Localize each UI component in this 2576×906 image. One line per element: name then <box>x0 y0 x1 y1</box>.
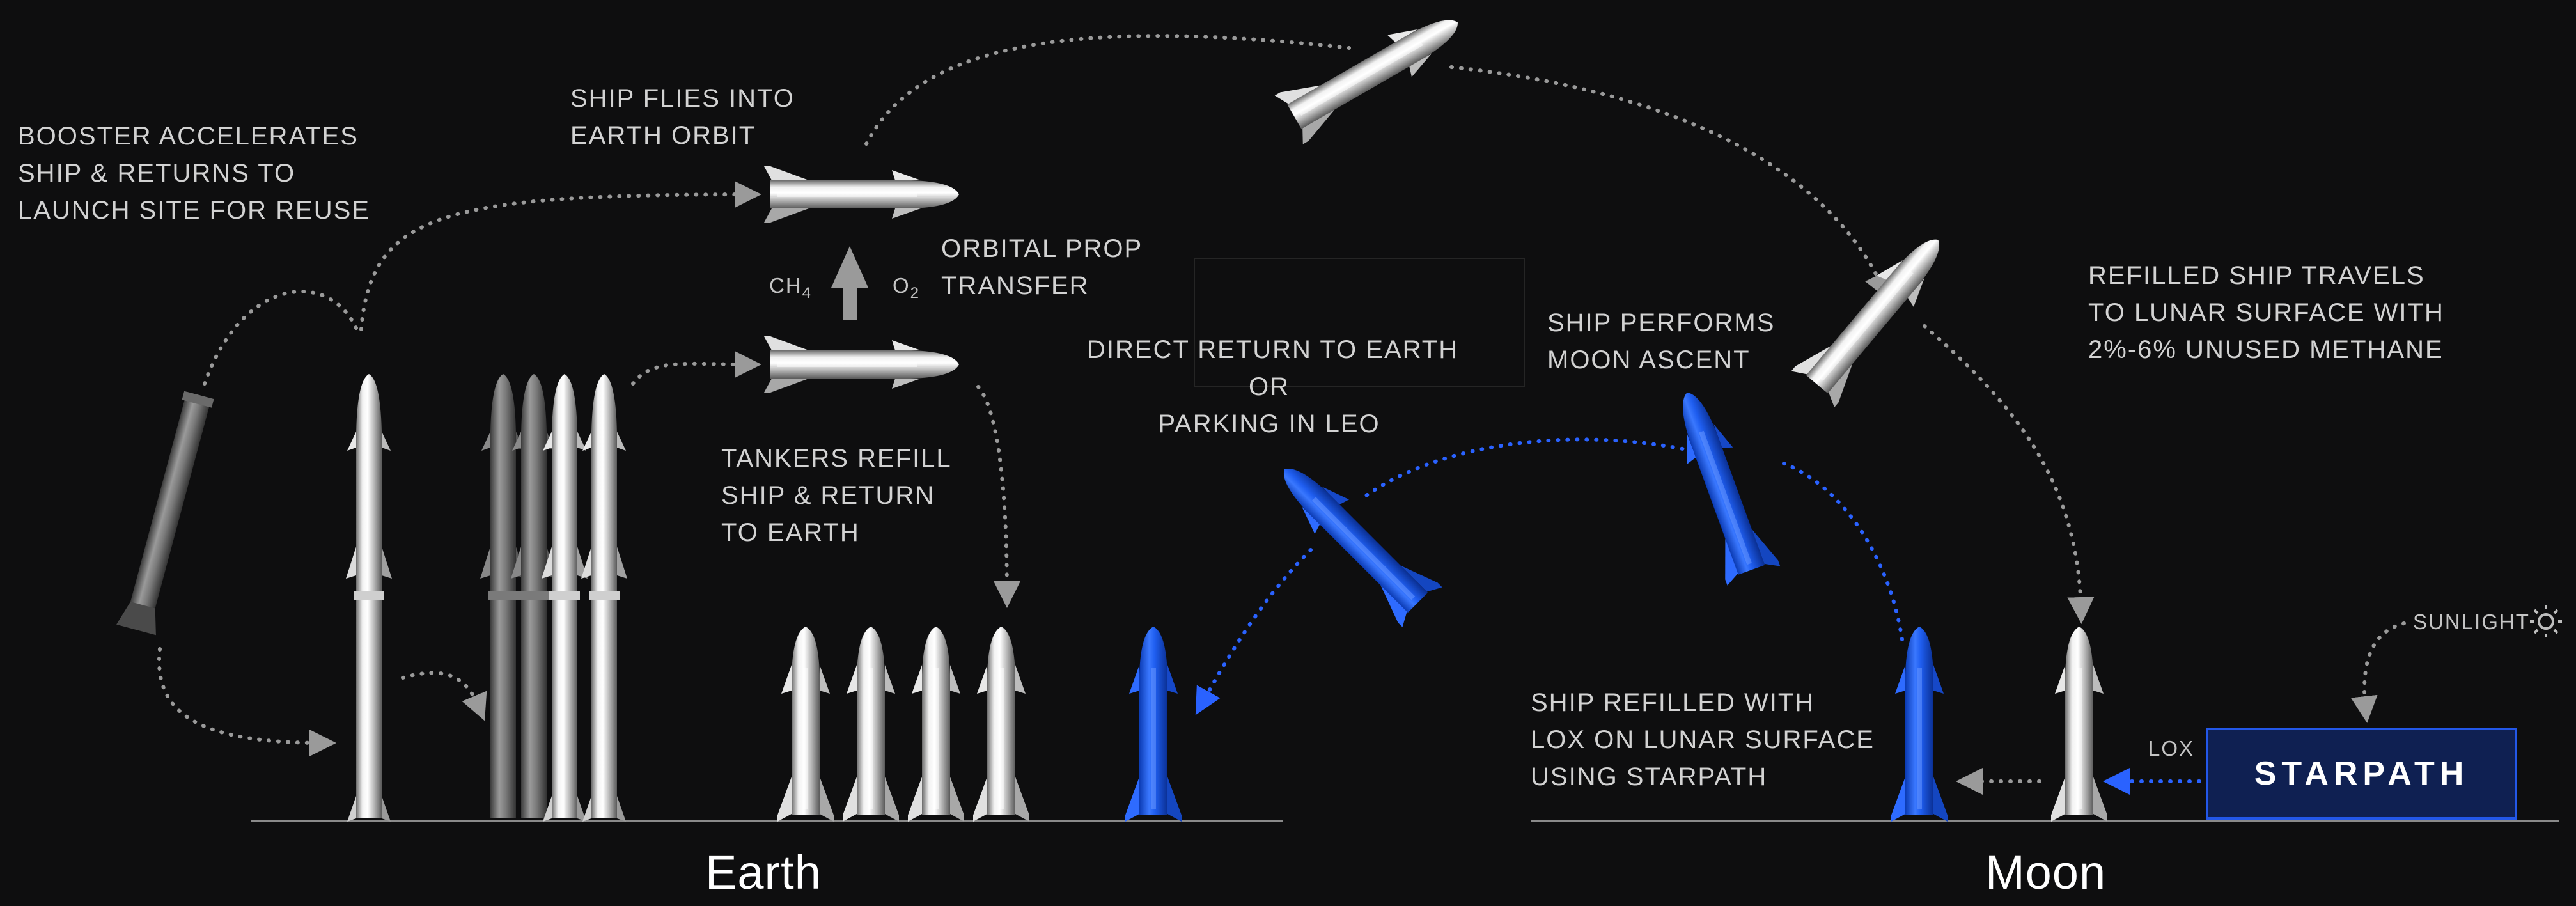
path-ascent-arc <box>1362 439 1720 499</box>
starship-icon <box>1891 627 1948 822</box>
path-stack-to-tankers <box>403 673 480 708</box>
starship-icon <box>777 627 834 822</box>
starship-icon <box>764 336 959 393</box>
path-tankers-return <box>978 387 1007 595</box>
starship-icon <box>346 374 392 822</box>
label-orbital-prop: ORBITAL PROP TRANSFER <box>941 230 1143 304</box>
starship-icon <box>2051 627 2107 822</box>
path-ship-to-lunar <box>1451 67 1883 288</box>
label-moon-ascent: SHIP PERFORMS MOON ASCENT <box>1547 304 1775 379</box>
starship-icon <box>764 166 959 223</box>
up-arrow-icon <box>831 246 868 320</box>
label-refilled-lox: SHIP REFILLED WITH LOX ON LUNAR SURFACE … <box>1531 684 1875 795</box>
path-orbit-to-ship <box>866 36 1349 144</box>
starship-icon <box>581 374 627 822</box>
starpath-box: STARPATH <box>2206 728 2517 820</box>
starship-icon <box>1791 222 1960 407</box>
path-tanker-stack-to-orbit <box>633 364 748 384</box>
starship-icon <box>1660 383 1780 586</box>
label-direct-return: DIRECT RETURN TO EARTH OR PARKING IN LEO <box>1087 331 1451 442</box>
sun-icon <box>2530 605 2562 637</box>
moon-label: Moon <box>1985 845 2106 900</box>
label-tankers: TANKERS REFILL SHIP & RETURN TO EARTH <box>721 440 952 551</box>
booster-icon <box>116 390 219 636</box>
path-booster-return <box>159 649 323 743</box>
earth-label: Earth <box>705 845 822 900</box>
path-moon-ascent <box>1784 464 1902 639</box>
starship-icon <box>1275 0 1472 144</box>
path-lunar-descent <box>1924 326 2081 611</box>
path-to-orbit <box>361 194 748 329</box>
o2-label: O2 <box>893 274 920 302</box>
starship-icon <box>1125 627 1182 822</box>
starship-icon <box>908 627 964 822</box>
lox-label: LOX <box>2148 737 2194 761</box>
starship-icon <box>973 627 1029 822</box>
starship-icon <box>843 627 899 822</box>
path-direct-return <box>1202 550 1311 703</box>
ch4-label: CH4 <box>769 274 812 302</box>
label-booster: BOOSTER ACCELERATES SHIP & RETURNS TO LA… <box>18 118 370 229</box>
label-flies-orbit: SHIP FLIES INTO EARTH ORBIT <box>570 80 795 154</box>
label-refilled-travels: REFILLED SHIP TRAVELS TO LUNAR SURFACE W… <box>2088 257 2444 368</box>
path-booster-up <box>205 292 358 384</box>
path-sunlight <box>2364 623 2404 710</box>
sunlight-label: SUNLIGHT <box>2413 610 2530 634</box>
starship-icon <box>1265 449 1442 627</box>
